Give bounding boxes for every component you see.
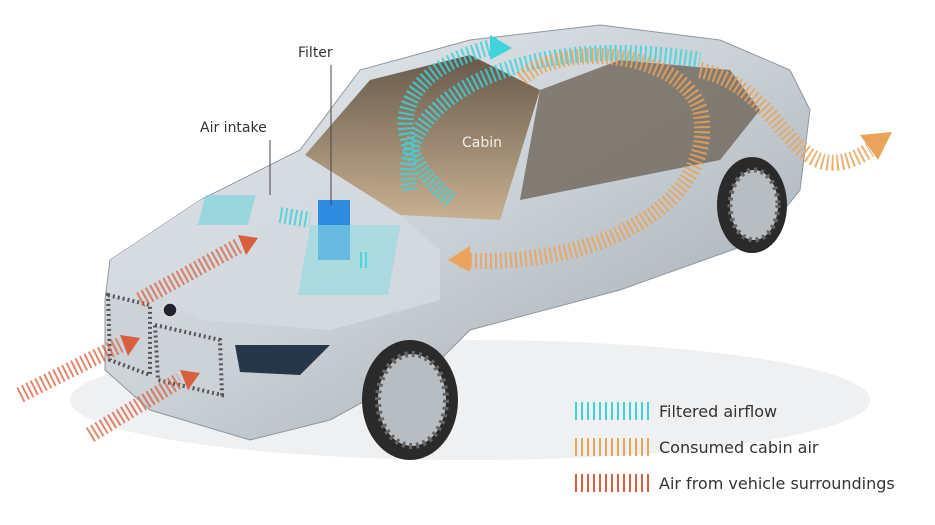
legend-label: Air from vehicle surroundings (659, 473, 895, 493)
consumed-cabin-air (459, 48, 875, 269)
filtered-airflow-arrow (490, 35, 512, 60)
legend-item-surrounding-air: Air from vehicle surroundings (575, 465, 895, 501)
surrounding-air-swatch (575, 474, 653, 492)
air-intake-label: Air intake (200, 120, 267, 136)
hvac-box (297, 225, 401, 295)
consumed-air-arrow (860, 132, 892, 160)
filter-label: Filter (298, 45, 333, 61)
rear-wheel (717, 157, 787, 253)
surrounding-air (16, 237, 244, 442)
air-intake-box (197, 195, 256, 225)
filtered-airflow (278, 37, 702, 268)
legend: Filtered airflow Consumed cabin air Air … (575, 393, 895, 501)
consumed-cabin-air-swatch (575, 438, 653, 456)
legend-item-consumed-cabin-air: Consumed cabin air (575, 429, 895, 465)
cabin-label: Cabin (462, 135, 503, 151)
headlight (235, 345, 330, 375)
legend-label: Consumed cabin air (659, 437, 819, 457)
kidney-grille-right (152, 322, 225, 398)
surrounding-air-arrow-2 (120, 335, 140, 356)
surrounding-air-arrow-1 (238, 235, 258, 255)
consumed-air-arrow-front (448, 246, 470, 272)
surrounding-air-arrow-3 (180, 370, 200, 390)
filtered-airflow-swatch (575, 402, 653, 420)
kidney-grille-left (105, 292, 152, 378)
legend-item-filtered-airflow: Filtered airflow (575, 393, 895, 429)
legend-label: Filtered airflow (659, 401, 778, 421)
front-wheel (362, 340, 458, 460)
bmw-logo (162, 302, 178, 318)
